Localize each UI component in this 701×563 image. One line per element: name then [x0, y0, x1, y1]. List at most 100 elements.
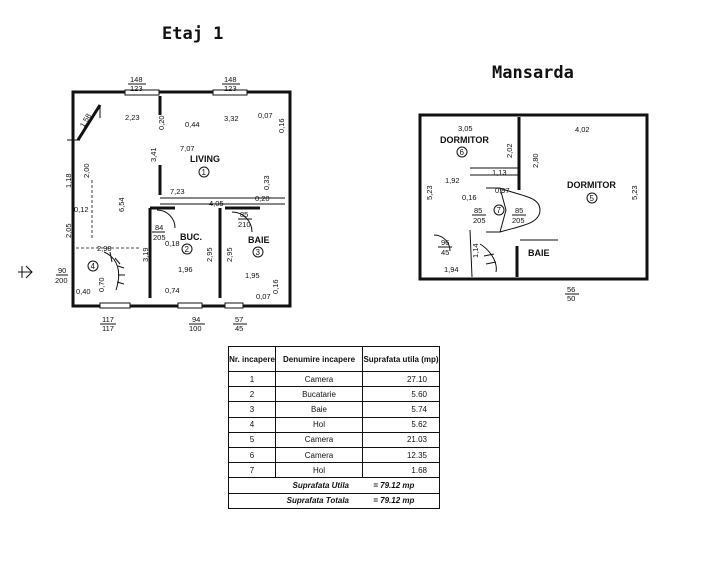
row-nr: 5: [228, 431, 276, 448]
svg-text:1,96: 1,96: [178, 265, 193, 274]
total-area-label: Suprafata Totala: [286, 496, 349, 506]
room-label-living: LIVING: [190, 154, 220, 164]
floor1-plan: LIVING 1 BUC. 2 BAIE 3 4 148 123 148 123…: [18, 75, 292, 333]
svg-text:0,12: 0,12: [74, 205, 89, 214]
row-nr: 2: [228, 386, 276, 403]
row-nr: 3: [228, 401, 276, 418]
svg-text:0,20: 0,20: [157, 115, 166, 130]
svg-text:85: 85: [240, 210, 248, 219]
svg-text:210: 210: [238, 220, 251, 229]
svg-text:117: 117: [102, 315, 114, 324]
svg-text:0,07: 0,07: [256, 292, 271, 301]
svg-text:148: 148: [130, 75, 143, 84]
floor-plans: LIVING 1 BUC. 2 BAIE 3 4 148 123 148 123…: [18, 75, 649, 333]
svg-text:45: 45: [235, 324, 243, 333]
svg-text:0,16: 0,16: [462, 193, 477, 202]
svg-text:123: 123: [130, 84, 143, 93]
useful-area-label: Suprafata Utila: [292, 480, 349, 490]
header-name: Denumire incapere: [275, 346, 363, 372]
table-row: 1 Camera 27.10: [228, 370, 440, 388]
svg-text:0,74: 0,74: [165, 286, 180, 295]
row-name: Camera: [275, 431, 363, 448]
room-num-3: 3: [256, 248, 261, 257]
row-area: 27.10: [362, 370, 440, 388]
room-label-kitchen: BUC.: [180, 232, 202, 242]
svg-text:7,23: 7,23: [170, 187, 185, 196]
table-row: 2 Bucatarie 5.60: [228, 386, 440, 403]
svg-text:0,33: 0,33: [262, 175, 271, 190]
svg-text:148: 148: [224, 75, 237, 84]
svg-text:85: 85: [474, 206, 482, 215]
svg-text:3,05: 3,05: [458, 124, 473, 133]
row-area: 12.35: [362, 446, 440, 464]
table-row: 6 Camera 12.35: [228, 446, 440, 464]
svg-text:123: 123: [224, 84, 237, 93]
row-name: Baie: [275, 401, 363, 418]
svg-text:56: 56: [567, 285, 575, 294]
row-nr: 1: [228, 370, 276, 388]
total-area-row: Suprafata Totala = 79.12 mp: [228, 492, 440, 509]
row-area: 1.68: [362, 462, 440, 479]
window-bottom-2: [177, 302, 203, 309]
svg-text:3,41: 3,41: [149, 147, 158, 162]
row-name: Hol: [275, 462, 363, 479]
header-area: Suprafata utila (mp): [362, 346, 440, 372]
room-area-table: Nr. incapere Denumire incapere Suprafata…: [228, 346, 440, 509]
table-row: 7 Hol 1.68: [228, 462, 440, 479]
svg-text:50: 50: [567, 294, 575, 303]
window-top-left: [124, 89, 160, 96]
svg-text:2,23: 2,23: [125, 113, 140, 122]
svg-text:2,00: 2,00: [82, 163, 91, 178]
svg-text:3,32: 3,32: [224, 114, 239, 123]
svg-text:1,92: 1,92: [445, 176, 460, 185]
window-bottom-3: [224, 302, 244, 309]
svg-text:0,20: 0,20: [255, 194, 270, 203]
entrance-arrow: [18, 265, 33, 279]
table-row: 5 Camera 21.03: [228, 431, 440, 448]
svg-text:0,07: 0,07: [258, 111, 273, 120]
attic-dimensions: 3,05 4,02 2,02 2,80 1,13 1,92 0,97 5,23 …: [425, 124, 639, 303]
svg-text:117: 117: [102, 324, 114, 333]
svg-text:1,95: 1,95: [245, 271, 260, 280]
svg-text:84: 84: [155, 223, 163, 232]
row-name: Bucatarie: [275, 386, 363, 403]
table-header-row: Nr. incapere Denumire incapere Suprafata…: [228, 346, 440, 372]
row-area: 5.60: [362, 386, 440, 403]
svg-text:0,16: 0,16: [271, 279, 280, 294]
window-top-right: [212, 89, 248, 96]
row-nr: 7: [228, 462, 276, 479]
row-area: 5.74: [362, 401, 440, 418]
floor1-title: Etaj 1: [162, 24, 224, 44]
attic-room-label-bed1: DORMITOR: [440, 135, 489, 145]
svg-text:100: 100: [189, 324, 202, 333]
svg-text:57: 57: [235, 315, 243, 324]
svg-text:96: 96: [441, 238, 449, 247]
table-row: 4 Hol 5.62: [228, 416, 440, 433]
floor1-dimensions: 148 123 148 123 1,58 2,23 0,20 0,44 3,32…: [55, 75, 286, 333]
svg-text:94: 94: [192, 315, 200, 324]
svg-text:205: 205: [153, 233, 166, 242]
attic-room-num-7: 7: [497, 206, 502, 215]
svg-text:1,94: 1,94: [444, 265, 459, 274]
row-name: Camera: [275, 370, 363, 388]
svg-text:0,16: 0,16: [277, 118, 286, 133]
row-area: 21.03: [362, 431, 440, 448]
svg-text:2,05: 2,05: [64, 223, 73, 238]
row-name: Hol: [275, 416, 363, 433]
room-label-bath: BAIE: [248, 235, 270, 245]
attic-plan: DORMITOR 6 DORMITOR 5 BAIE 7 3,05 4,02 2…: [418, 113, 649, 303]
row-area: 5.62: [362, 416, 440, 433]
svg-text:45: 45: [441, 248, 449, 257]
row-name: Camera: [275, 446, 363, 464]
row-nr: 6: [228, 446, 276, 464]
attic-room-num-6: 6: [460, 148, 465, 157]
room-num-1: 1: [202, 168, 207, 177]
svg-text:4,02: 4,02: [575, 125, 590, 134]
svg-text:6,54: 6,54: [117, 197, 126, 212]
total-area-value: = 79.12 mp: [373, 496, 415, 506]
svg-text:0,44: 0,44: [185, 120, 200, 129]
svg-text:5,23: 5,23: [425, 185, 434, 200]
svg-text:90: 90: [58, 266, 66, 275]
row-nr: 4: [228, 416, 276, 433]
svg-text:4,05: 4,05: [209, 199, 224, 208]
